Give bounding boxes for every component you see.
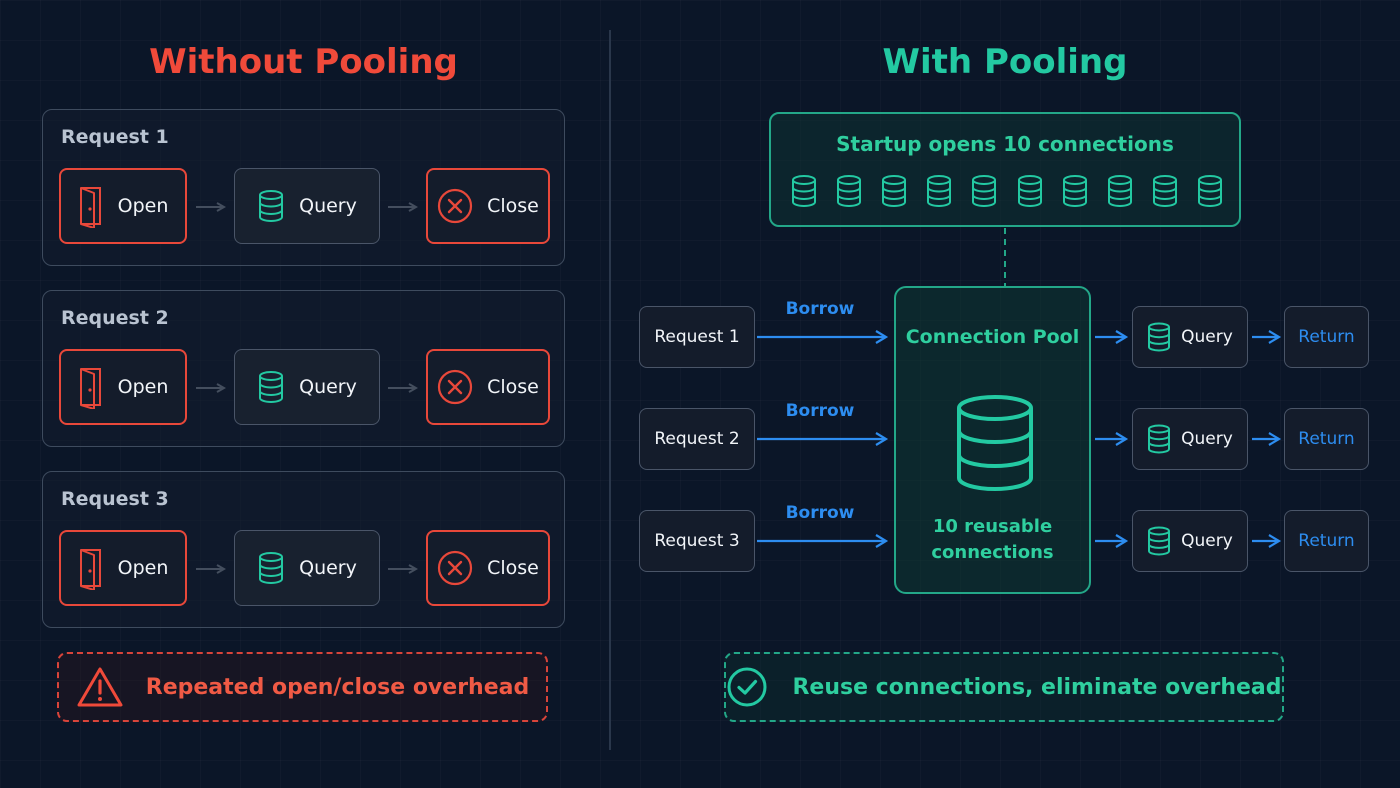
pool-request-3: Request 3 (639, 510, 755, 572)
borrow-label: Borrow (785, 503, 855, 523)
open-step: Open (59, 168, 187, 244)
connection-pool: Connection Pool 10 reusable connections (894, 286, 1091, 594)
request-label: Request 2 (61, 307, 169, 329)
query-step: Query (234, 168, 380, 244)
reuse-success: Reuse connections, eliminate overhead (724, 652, 1284, 722)
pool-query-3: Query (1132, 510, 1248, 572)
return-node-3: Return (1284, 510, 1369, 572)
overhead-warning: Repeated open/close overhead (57, 652, 548, 722)
door-icon (79, 368, 101, 409)
open-label: Open (117, 195, 169, 217)
database-icon (927, 175, 952, 207)
section-divider (609, 30, 611, 750)
close-label: Close (487, 557, 539, 579)
success-text: Reuse connections, eliminate overhead (792, 674, 1282, 700)
database-icon (259, 552, 284, 584)
borrow-label: Borrow (785, 401, 855, 421)
door-icon (79, 187, 101, 228)
query-step: Query (234, 349, 380, 425)
open-step: Open (59, 349, 187, 425)
close-step: Close (426, 349, 550, 425)
database-icon (1148, 322, 1171, 352)
database-icon (1107, 175, 1132, 207)
return-node-1: Return (1284, 306, 1369, 368)
database-icon (792, 175, 816, 207)
close-step: Close (426, 168, 550, 244)
close-label: Close (487, 195, 539, 217)
request-panel-3: Request 3 Open Query Close (42, 471, 565, 628)
close-circle-icon (438, 550, 473, 586)
door-icon (79, 549, 101, 590)
database-icon (259, 190, 284, 222)
open-step: Open (59, 530, 187, 606)
with-pooling-title: With Pooling (882, 42, 1128, 82)
warning-text: Repeated open/close overhead (145, 674, 530, 700)
database-icon (957, 395, 1033, 491)
pool-title: Connection Pool (905, 326, 1080, 348)
pool-subtitle: 10 reusable connections (896, 514, 1089, 566)
request-label: Request 3 (61, 488, 169, 510)
warning-icon (77, 667, 123, 707)
pool-subtitle-line2: connections (931, 542, 1054, 563)
pool-request-2: Request 2 (639, 408, 755, 470)
query-label: Query (299, 195, 357, 217)
pool-query-2: Query (1132, 408, 1248, 470)
query-step: Query (234, 530, 380, 606)
database-icon (1148, 424, 1171, 454)
close-circle-icon (438, 188, 473, 224)
startup-label: Startup opens 10 connections (836, 132, 1174, 156)
database-icon (1062, 175, 1087, 207)
request-label: Request 1 (61, 126, 169, 148)
database-icon (259, 371, 284, 403)
database-icon (972, 175, 997, 207)
query-label: Query (299, 557, 357, 579)
return-node-2: Return (1284, 408, 1369, 470)
request-panel-2: Request 2 Open Query Close (42, 290, 565, 447)
connection-icons-row (791, 174, 1223, 208)
request-panel-1: Request 1 Open Query Close (42, 109, 565, 266)
database-icon (837, 175, 862, 207)
without-pooling-title: Without Pooling (149, 42, 458, 82)
borrow-label: Borrow (785, 299, 855, 319)
pool-request-1: Request 1 (639, 306, 755, 368)
database-icon (882, 175, 907, 207)
close-circle-icon (438, 369, 473, 405)
query-label: Query (1181, 531, 1233, 551)
check-circle-icon (727, 667, 767, 707)
database-icon (1017, 175, 1042, 207)
close-step: Close (426, 530, 550, 606)
database-icon (1197, 175, 1222, 207)
pool-query-1: Query (1132, 306, 1248, 368)
open-label: Open (117, 376, 169, 398)
open-label: Open (117, 557, 169, 579)
query-label: Query (299, 376, 357, 398)
query-label: Query (1181, 327, 1233, 347)
query-label: Query (1181, 429, 1233, 449)
close-label: Close (487, 376, 539, 398)
pool-subtitle-line1: 10 reusable (932, 516, 1053, 537)
database-icon (1148, 526, 1171, 556)
database-icon (1152, 175, 1177, 207)
startup-box: Startup opens 10 connections (769, 112, 1241, 227)
